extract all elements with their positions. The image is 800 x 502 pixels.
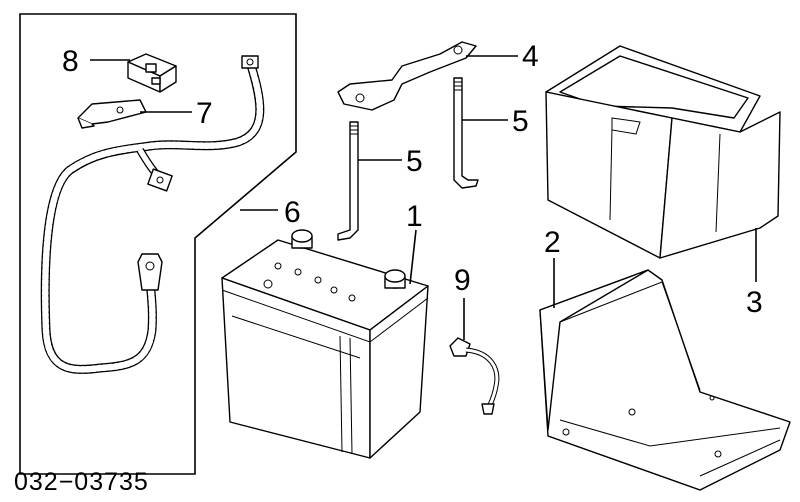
part-3-battery-cover bbox=[545, 45, 781, 259]
part-8-terminal-block bbox=[127, 53, 177, 93]
part-4-hold-down-bracket bbox=[337, 41, 477, 111]
part-2-battery-tray bbox=[539, 269, 791, 491]
callout-5-right: 5 bbox=[512, 105, 529, 138]
leader-lines bbox=[90, 55, 757, 340]
callout-6: 6 bbox=[284, 196, 301, 229]
callout-3: 3 bbox=[746, 286, 763, 319]
figure-code: 032−03735 bbox=[14, 468, 149, 496]
callout-8: 8 bbox=[62, 45, 79, 78]
leader-1 bbox=[409, 229, 417, 285]
callout-9: 9 bbox=[454, 264, 471, 297]
callout-1: 1 bbox=[406, 200, 423, 233]
part-1-battery bbox=[221, 229, 429, 459]
callout-7: 7 bbox=[196, 97, 213, 130]
part-5-hold-down-rod-right bbox=[453, 77, 479, 189]
part-7-clamp bbox=[77, 99, 147, 129]
part-9-ground-cable bbox=[449, 337, 500, 415]
callout-4: 4 bbox=[522, 40, 539, 73]
callout-5-left: 5 bbox=[406, 145, 423, 178]
cable-inset-frame bbox=[19, 13, 297, 475]
callout-2: 2 bbox=[544, 226, 561, 259]
part-5-hold-down-rod-left bbox=[337, 121, 359, 241]
part-6-cable-harness bbox=[40, 55, 265, 374]
